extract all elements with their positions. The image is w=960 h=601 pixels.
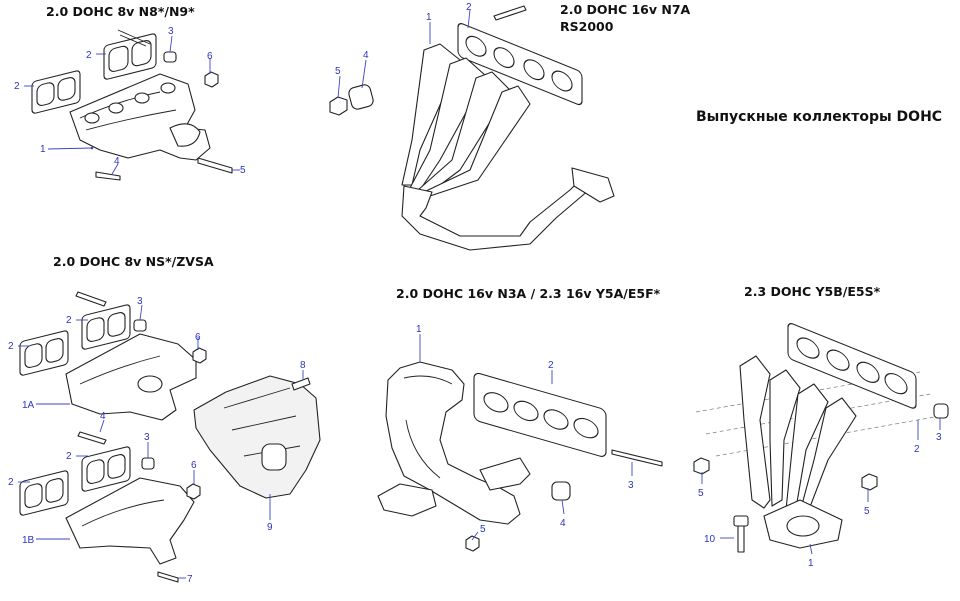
callout-4: 4	[363, 50, 369, 61]
callout-8: 8	[300, 360, 306, 371]
callout-1: 1	[808, 558, 814, 569]
callout-6: 6	[207, 51, 213, 62]
callout-2: 2	[8, 341, 14, 352]
callout-5: 5	[240, 165, 246, 176]
callout-1a: 1A	[22, 400, 35, 411]
exploded-view-ns-zvsa	[18, 291, 321, 583]
callout-3: 3	[137, 296, 143, 307]
page-title: Выпускные коллекторы DOHC	[696, 109, 943, 125]
callout-1: 1	[426, 12, 432, 23]
exploded-view-n8-n9	[24, 29, 240, 181]
callout-3: 3	[628, 480, 634, 491]
callout-5: 5	[480, 524, 486, 535]
callout-6: 6	[195, 332, 201, 343]
manifold-n8	[69, 73, 211, 161]
callout-2: 2	[548, 360, 554, 371]
callout-5: 5	[335, 66, 341, 77]
callout-2: 2	[14, 81, 20, 92]
callout-6: 6	[191, 460, 197, 471]
gasket-left	[31, 70, 81, 114]
callout-4: 4	[560, 518, 566, 529]
callout-1: 1	[416, 324, 422, 335]
callout-3: 3	[936, 432, 942, 443]
callout-3: 3	[168, 26, 174, 37]
panel-title-n3a-y5a: 2.0 DOHC 16v N3A / 2.3 16v Y5A/E5F*	[396, 286, 661, 301]
callout-2: 2	[66, 315, 72, 326]
callout-10: 10	[704, 534, 716, 545]
callout-4: 4	[100, 411, 106, 422]
callout-5: 5	[698, 488, 704, 499]
callout-2: 2	[8, 477, 14, 488]
callout-4: 4	[114, 156, 120, 167]
callout-5: 5	[864, 506, 870, 517]
callout-9: 9	[267, 522, 273, 533]
callout-3: 3	[144, 432, 150, 443]
callout-2: 2	[66, 451, 72, 462]
callout-7: 7	[187, 574, 193, 585]
callout-1b: 1B	[22, 535, 35, 546]
exploded-view-n3a-y5a	[377, 334, 663, 552]
callout-2: 2	[86, 50, 92, 61]
panel-title-y5b-e5s: 2.3 DOHC Y5B/E5S*	[744, 284, 881, 299]
panel-title-rs2000: RS2000	[560, 19, 614, 34]
callout-1: 1	[40, 144, 46, 155]
exploded-view-y5b-e5s	[693, 323, 949, 555]
panel-title-n8-n9: 2.0 DOHC 8v N8*/N9*	[46, 4, 195, 19]
callout-2: 2	[466, 2, 472, 13]
callout-2: 2	[914, 444, 920, 455]
panel-title-n7a: 2.0 DOHC 16v N7A	[560, 2, 691, 17]
gasket-right	[103, 33, 157, 80]
panel-title-ns-zvsa: 2.0 DOHC 8v NS*/ZVSA	[53, 254, 214, 269]
exploded-view-n7a	[329, 5, 615, 251]
